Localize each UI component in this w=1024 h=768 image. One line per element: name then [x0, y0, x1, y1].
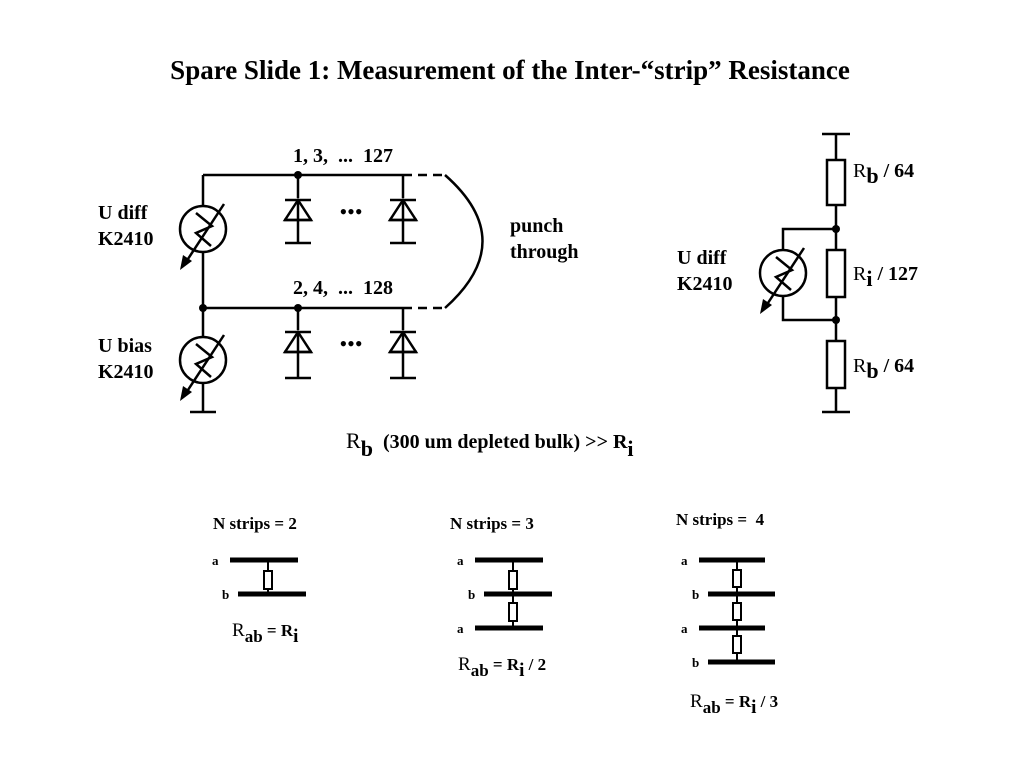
- strip-label-a: a: [212, 553, 219, 568]
- udiff-label: U diff: [98, 202, 148, 224]
- relation-text: Rb (300 um depleted bulk) >> Ri: [346, 428, 634, 461]
- resistor-rb-bottom: [825, 339, 847, 390]
- junction-dot: [832, 316, 840, 324]
- slide-title: Spare Slide 1: Measurement of the Inter-…: [170, 55, 850, 85]
- strips-even-label: 2, 4, ... 128: [293, 277, 393, 299]
- example-formula: Rab = Ri / 2: [458, 654, 546, 681]
- strip-label-b: b: [692, 587, 699, 602]
- ubias-source-symbol: [178, 334, 228, 401]
- ri-label: Ri / 127: [853, 263, 918, 291]
- right-udiff-label: U diff: [677, 247, 727, 269]
- resistor-rb-top: [825, 158, 847, 207]
- right-circuit: U diff K2410 Rb / 64 Ri / 127 Rb / 64: [677, 132, 918, 414]
- right-udiff-device-label: K2410: [677, 273, 733, 295]
- rb-bottom-label: Rb / 64: [853, 355, 914, 383]
- example-formula: Rab = Ri: [232, 620, 298, 647]
- strip-label-a: a: [681, 553, 688, 568]
- junction-dot: [832, 225, 840, 233]
- resistor-ri: [825, 248, 847, 299]
- punch-label: punch: [510, 215, 563, 237]
- strip-label-a: a: [457, 621, 464, 636]
- ubias-device-label: K2410: [98, 361, 154, 383]
- udiff-source-symbol: [178, 203, 228, 270]
- udiff-device-label: K2410: [98, 228, 154, 250]
- udiff-source-symbol-right: [758, 247, 808, 314]
- strips-odd-label: 1, 3, ... 127: [293, 145, 393, 167]
- strip-label-a: a: [681, 621, 688, 636]
- diode-top-1: [282, 175, 314, 245]
- ellipsis-bottom: •••: [339, 331, 362, 356]
- left-wire-lower: [190, 308, 216, 414]
- example-formula: Rab = Ri / 3: [690, 691, 778, 718]
- example-heading: N strips = 3: [450, 514, 534, 533]
- strip-label-b: b: [468, 587, 475, 602]
- strip-label-a: a: [457, 553, 464, 568]
- ellipsis-top: •••: [339, 199, 362, 224]
- left-circuit: ••• ••• 1, 3, ... 127 2, 4, ... 128 U di…: [98, 145, 579, 414]
- strip-example-4: N strips = 4 a b a b Rab = Ri / 3: [676, 510, 778, 718]
- diode-bottom-1: [282, 308, 314, 380]
- ubias-label: U bias: [98, 335, 152, 357]
- strip-example-3: N strips = 3 a b a Rab = Ri / 2: [450, 514, 552, 681]
- punch-through-arc: [444, 174, 484, 309]
- strip-label-b: b: [692, 655, 699, 670]
- junction-dot: [199, 304, 207, 312]
- source-loop: [781, 227, 836, 322]
- through-label: through: [510, 241, 579, 263]
- strip-label-b: b: [222, 587, 229, 602]
- diode-top-2: [387, 175, 419, 245]
- diode-bottom-2: [387, 308, 419, 380]
- strip-example-2: N strips = 2 a b Rab = Ri: [212, 514, 306, 647]
- example-heading: N strips = 2: [213, 514, 297, 533]
- example-heading: N strips = 4: [676, 510, 765, 529]
- rb-top-label: Rb / 64: [853, 160, 914, 188]
